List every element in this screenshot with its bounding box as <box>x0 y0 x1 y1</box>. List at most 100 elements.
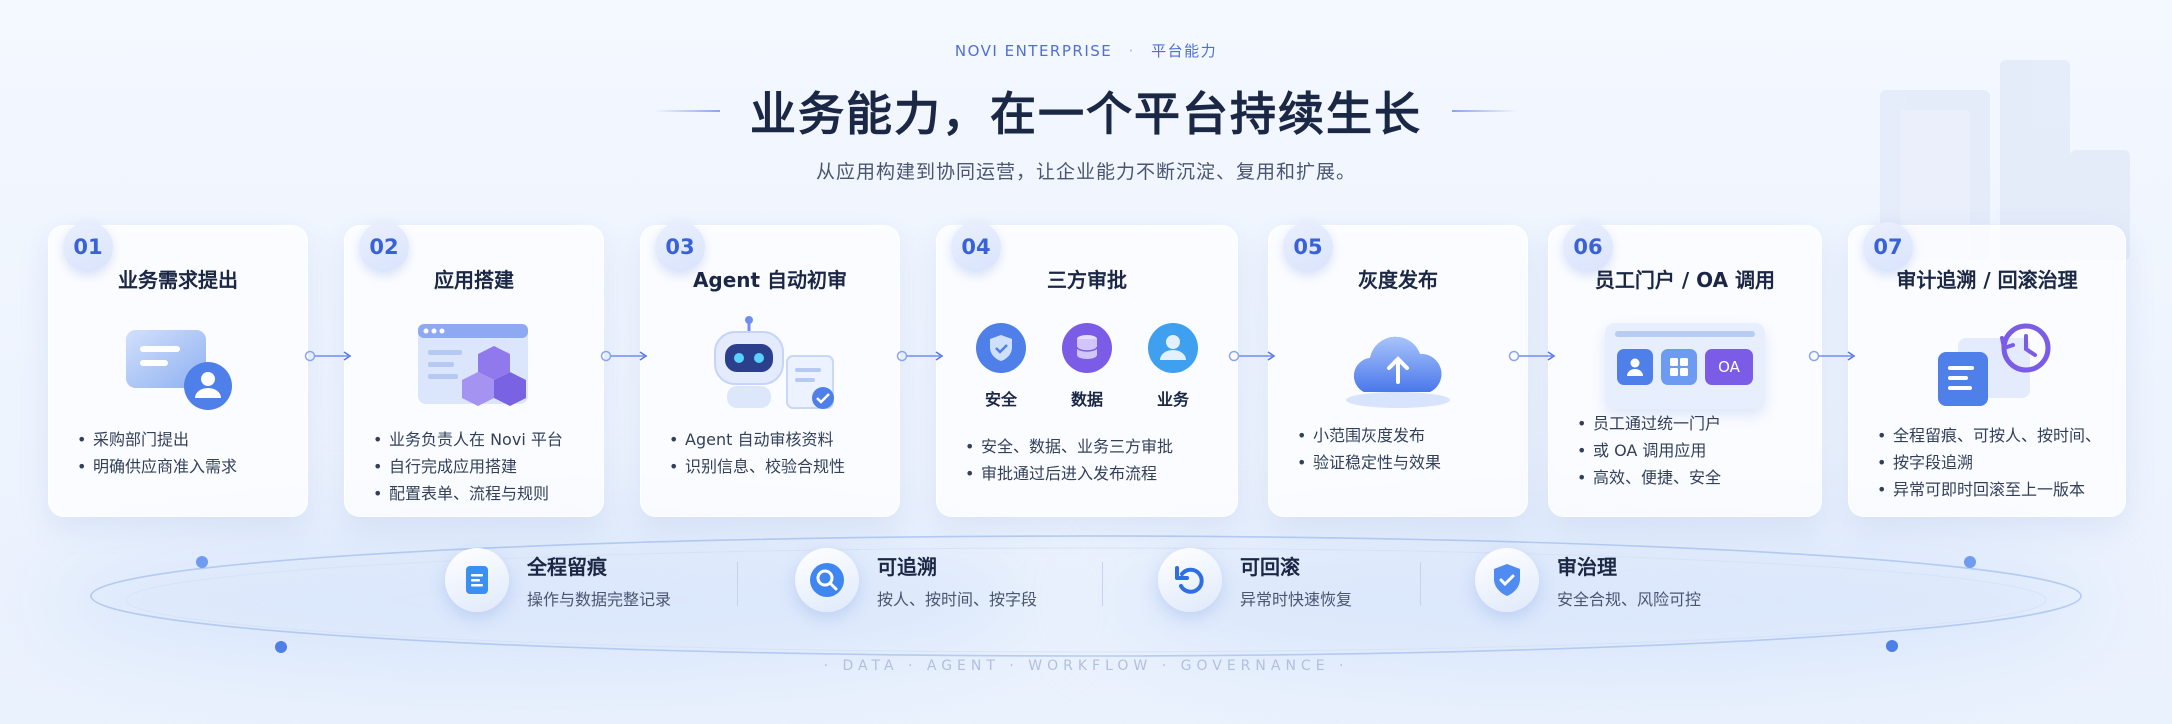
feature-audit-trail: 全程留痕 操作与数据完整记录 <box>445 545 671 615</box>
pill-label: 安全 <box>984 390 1017 409</box>
user-icon <box>1148 323 1198 373</box>
eyebrow-separator: · <box>1128 42 1135 60</box>
step-card-04: 04 三方审批 安全 数据 <box>936 222 1238 517</box>
tagline: · DATA · AGENT · WORKFLOW · GOVERNANCE · <box>823 658 1349 674</box>
feature-icon-wrap <box>445 548 509 612</box>
bullet: 异常可即时回滚至上一版本 <box>1875 476 2113 503</box>
feature-title: 可追溯 <box>877 554 937 579</box>
oa-tile: OA <box>1705 349 1753 385</box>
cloud-upload-icon <box>1346 336 1450 408</box>
robot-icon <box>714 316 834 409</box>
decorative-buildings <box>1880 60 2130 260</box>
bullet: 采购部门提出 <box>75 426 295 453</box>
flow-arrow-icon <box>600 350 648 362</box>
cloud-upload-illustration <box>1269 306 1527 426</box>
feature-desc: 异常时快速恢复 <box>1240 589 1353 609</box>
shield-check-icon <box>1494 564 1520 596</box>
chat-user-illustration <box>49 306 307 426</box>
apps-tile <box>1661 349 1697 385</box>
bullet: 全程留痕、可按人、按时间、 <box>1875 422 2113 449</box>
step-card-06: 06 员工门户 / OA 调用 OA 员工通过统一门户 或 OA 调用应用 高效… <box>1548 222 1822 517</box>
step-card-03: 03 Agent 自动初审 Agent 自动审核资料 识别信息、校验合规性 <box>640 222 900 517</box>
feature-governance: 审治理 安全合规、风险可控 <box>1475 545 1701 615</box>
step-number: 06 <box>1563 222 1613 272</box>
pill-data: 数据 <box>1061 322 1113 410</box>
step-title: 员工门户 / OA 调用 <box>1594 268 1776 292</box>
bullet: 员工通过统一门户 <box>1575 410 1809 437</box>
title-line-left <box>654 110 720 112</box>
step-bullets: 全程留痕、可按人、按时间、 按字段追溯 异常可即时回滚至上一版本 <box>1875 422 2113 503</box>
bullet: 自行完成应用搭建 <box>371 453 591 480</box>
step-bullets: 安全、数据、业务三方审批 审批通过后进入发布流程 <box>963 433 1225 487</box>
feature-divider <box>737 562 738 606</box>
feature-divider <box>1102 562 1103 606</box>
pill-label: 数据 <box>1070 390 1103 409</box>
step-number: 02 <box>359 222 409 272</box>
step-card-02: 02 应用搭建 业务负责人在 Novi 平台 自行完成应用搭建 配置表单、流程与… <box>344 222 604 517</box>
step-number: 07 <box>1863 222 1913 272</box>
bullet: 验证稳定性与效果 <box>1295 449 1515 476</box>
robot-illustration <box>641 306 899 426</box>
step-title: 应用搭建 <box>434 268 514 292</box>
shield-icon <box>976 323 1026 373</box>
step-bullets: 员工通过统一门户 或 OA 调用应用 高效、便捷、安全 <box>1575 410 1809 491</box>
portal-window: OA <box>1605 323 1765 409</box>
eyebrow-topic: 平台能力 <box>1151 42 1218 60</box>
document-icon <box>466 566 488 594</box>
step-title: Agent 自动初审 <box>692 268 848 292</box>
bullet: 审批通过后进入发布流程 <box>963 460 1225 487</box>
audit-illustration <box>1849 306 2125 426</box>
feature-rollback: 可回滚 异常时快速恢复 <box>1158 545 1352 615</box>
pill-label: 业务 <box>1156 390 1189 409</box>
step-number: 01 <box>63 222 113 272</box>
undo-icon <box>1175 566 1204 594</box>
bullet: 识别信息、校验合规性 <box>667 453 887 480</box>
feature-divider <box>1420 562 1421 606</box>
pill-business: 业务 <box>1147 322 1199 410</box>
step-title: 业务需求提出 <box>118 268 238 292</box>
feature-title: 全程留痕 <box>527 554 607 579</box>
bullet: 业务负责人在 Novi 平台 <box>371 426 591 453</box>
step-number: 03 <box>655 222 705 272</box>
step-bullets: 小范围灰度发布 验证稳定性与效果 <box>1295 422 1515 476</box>
title-row: 业务能力，在一个平台持续生长 <box>0 78 2172 144</box>
feature-desc: 操作与数据完整记录 <box>527 589 672 609</box>
feature-icon-wrap <box>1158 548 1222 612</box>
feature-desc: 按人、按时间、按字段 <box>877 589 1038 609</box>
user-icon <box>1627 358 1643 376</box>
app-builder-illustration <box>345 306 603 426</box>
page-title: 业务能力，在一个平台持续生长 <box>750 87 1422 141</box>
step-card-07: 07 审计追溯 / 回滚治理 全程留痕、可按人、按时间、 按字段追溯 异常可即时… <box>1848 222 2126 517</box>
step-bullets: 业务负责人在 Novi 平台 自行完成应用搭建 配置表单、流程与规则 <box>371 426 591 507</box>
step-number: 05 <box>1283 222 1333 272</box>
database-icon <box>1062 323 1112 373</box>
step-title: 灰度发布 <box>1358 268 1438 292</box>
bullet: Agent 自动审核资料 <box>667 426 887 453</box>
feature-title: 审治理 <box>1557 554 1617 579</box>
portal-illustration: OA <box>1549 306 1821 426</box>
pill-security: 安全 <box>975 322 1027 410</box>
search-icon <box>810 563 844 597</box>
eyebrow: NOVI ENTERPRISE · 平台能力 <box>0 40 2172 61</box>
bullet: 配置表单、流程与规则 <box>371 480 591 507</box>
audit-history-icon <box>1938 323 2051 406</box>
flow-arrow-icon <box>1508 350 1556 362</box>
bullet-continued: 按字段追溯 <box>1875 449 2113 476</box>
chat-user-icon <box>126 330 232 410</box>
feature-desc: 安全合规、风险可控 <box>1557 589 1702 609</box>
flow-arrow-icon <box>304 350 352 362</box>
step-bullets: 采购部门提出 明确供应商准入需求 <box>75 426 295 480</box>
step-title: 审计追溯 / 回滚治理 <box>1896 268 2078 292</box>
flow-arrow-icon <box>896 350 944 362</box>
step-title: 三方审批 <box>1047 268 1127 292</box>
feature-icon-wrap <box>1475 548 1539 612</box>
bullet: 明确供应商准入需求 <box>75 453 295 480</box>
flow-arrow-icon <box>1808 350 1856 362</box>
app-blocks-icon <box>418 324 528 406</box>
feature-icon-wrap <box>795 548 859 612</box>
step-number: 04 <box>951 222 1001 272</box>
feature-traceable: 可追溯 按人、按时间、按字段 <box>795 545 1037 615</box>
feature-title: 可回滚 <box>1240 554 1300 579</box>
user-tile <box>1617 349 1653 385</box>
approval-pills: 安全 数据 业务 <box>937 306 1237 426</box>
